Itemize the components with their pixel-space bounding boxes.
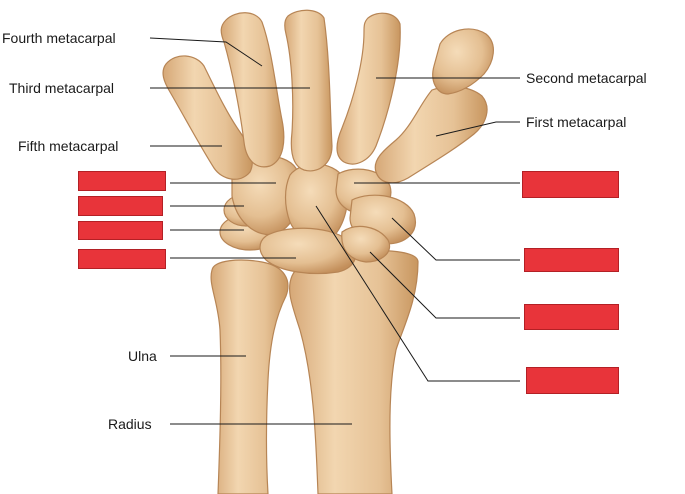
lunate-shape <box>259 227 357 275</box>
carpal-bones <box>219 155 416 275</box>
fifth-metacarpal-shape <box>162 55 253 180</box>
label-fourth-metacarpal: Fourth metacarpal <box>2 30 116 46</box>
third-metacarpal-shape <box>284 9 333 172</box>
leader-fourth-metacarpal <box>149 37 263 67</box>
hidden-label-box-right-1 <box>522 171 619 198</box>
leader-hidden-right-3 <box>369 251 520 319</box>
label-second-metacarpal: Second metacarpal <box>526 70 647 86</box>
hidden-label-box-right-3 <box>524 304 619 330</box>
hidden-label-box-left-1 <box>78 171 166 191</box>
leader-hidden-right-4 <box>315 205 520 382</box>
first-metacarpal-shape <box>374 86 488 184</box>
radius-bone <box>288 249 419 494</box>
leader-lines <box>149 37 520 425</box>
thumb-phalanx-shape <box>432 28 494 95</box>
hidden-label-box-right-4 <box>526 367 619 394</box>
hidden-label-box-left-4 <box>78 249 166 269</box>
label-first-metacarpal: First metacarpal <box>526 114 627 130</box>
leader-first-metacarpal <box>435 121 520 137</box>
second-metacarpal-shape <box>336 12 401 165</box>
scaphoid-shape <box>341 225 391 263</box>
label-third-metacarpal: Third metacarpal <box>9 80 115 96</box>
label-fifth-metacarpal: Fifth metacarpal <box>18 138 119 154</box>
hidden-label-box-right-2 <box>524 248 619 272</box>
ulna-bone <box>210 259 289 494</box>
hidden-label-box-left-2 <box>78 196 163 216</box>
metacarpal-bones <box>162 9 494 184</box>
leader-hidden-right-2 <box>391 217 520 261</box>
hidden-label-box-left-3 <box>78 221 163 240</box>
label-ulna: Ulna <box>128 348 157 364</box>
label-radius: Radius <box>108 416 152 432</box>
